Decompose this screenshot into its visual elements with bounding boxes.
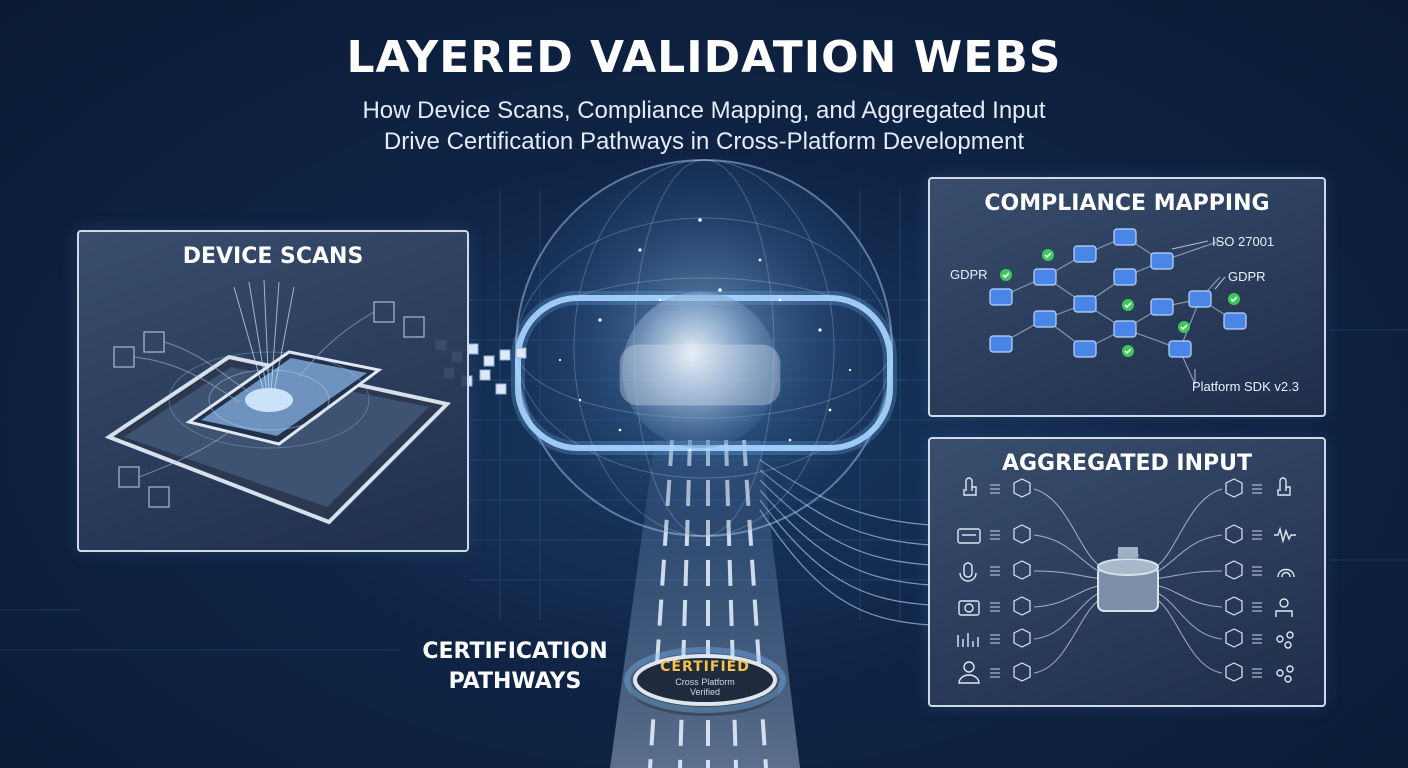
waveform-icon [1274,526,1296,544]
compliance-network-graph [989,228,1247,385]
compliance-mapping-title: COMPLIANCE MAPPING [984,191,1270,216]
compliance-mapping-panel: COMPLIANCE MAPPING [928,177,1326,417]
tag-iso-27001: ISO 27001 [1212,234,1275,249]
user-icon [958,661,980,684]
user-icon [1275,598,1293,617]
device-scan-illustration [104,279,452,525]
aggregated-input-title: AGGREGATED INPUT [1001,451,1253,476]
touch-icon [1277,477,1291,496]
badge-line-1: Cross Platform [675,677,735,687]
cert-label-line-2: PATHWAYS [448,669,582,694]
molecule-icon [1276,665,1294,683]
microphone-icon [959,562,977,582]
touch-icon [963,477,977,496]
fingerprint-icon [1277,568,1295,578]
camera-icon [958,600,980,616]
subtitle-line-1: How Device Scans, Compliance Mapping, an… [362,97,1046,124]
molecule-icon [1276,631,1294,649]
device-scans-title: DEVICE SCANS [182,244,364,269]
keyboard-icon [957,528,981,544]
tag-gdpr-right: GDPR [1228,269,1266,284]
tag-platform-sdk: Platform SDK v2.3 [1192,379,1299,394]
tag-gdpr-left: GDPR [950,267,988,282]
badge-line-2: Verified [689,687,721,697]
aggregated-input-illustration [957,477,1296,684]
page-title: LAYERED VALIDATION WEBS [346,32,1062,83]
subtitle-line-2: Drive Certification Pathways in Cross-Pl… [383,128,1025,155]
page-subtitle: How Device Scans, Compliance Mapping, an… [0,95,1408,157]
certification-pathways-label: CERTIFICATION PATHWAYS [400,637,630,697]
certified-badge-subtitle: Cross Platform Verified [640,677,770,697]
cert-label-line-1: CERTIFICATION [422,639,608,664]
chart-icon [957,633,979,647]
device-scans-panel: DEVICE SCANS [77,230,469,552]
certified-badge-title: CERTIFIED [660,659,750,675]
aggregated-input-panel: AGGREGATED INPUT [928,437,1326,707]
